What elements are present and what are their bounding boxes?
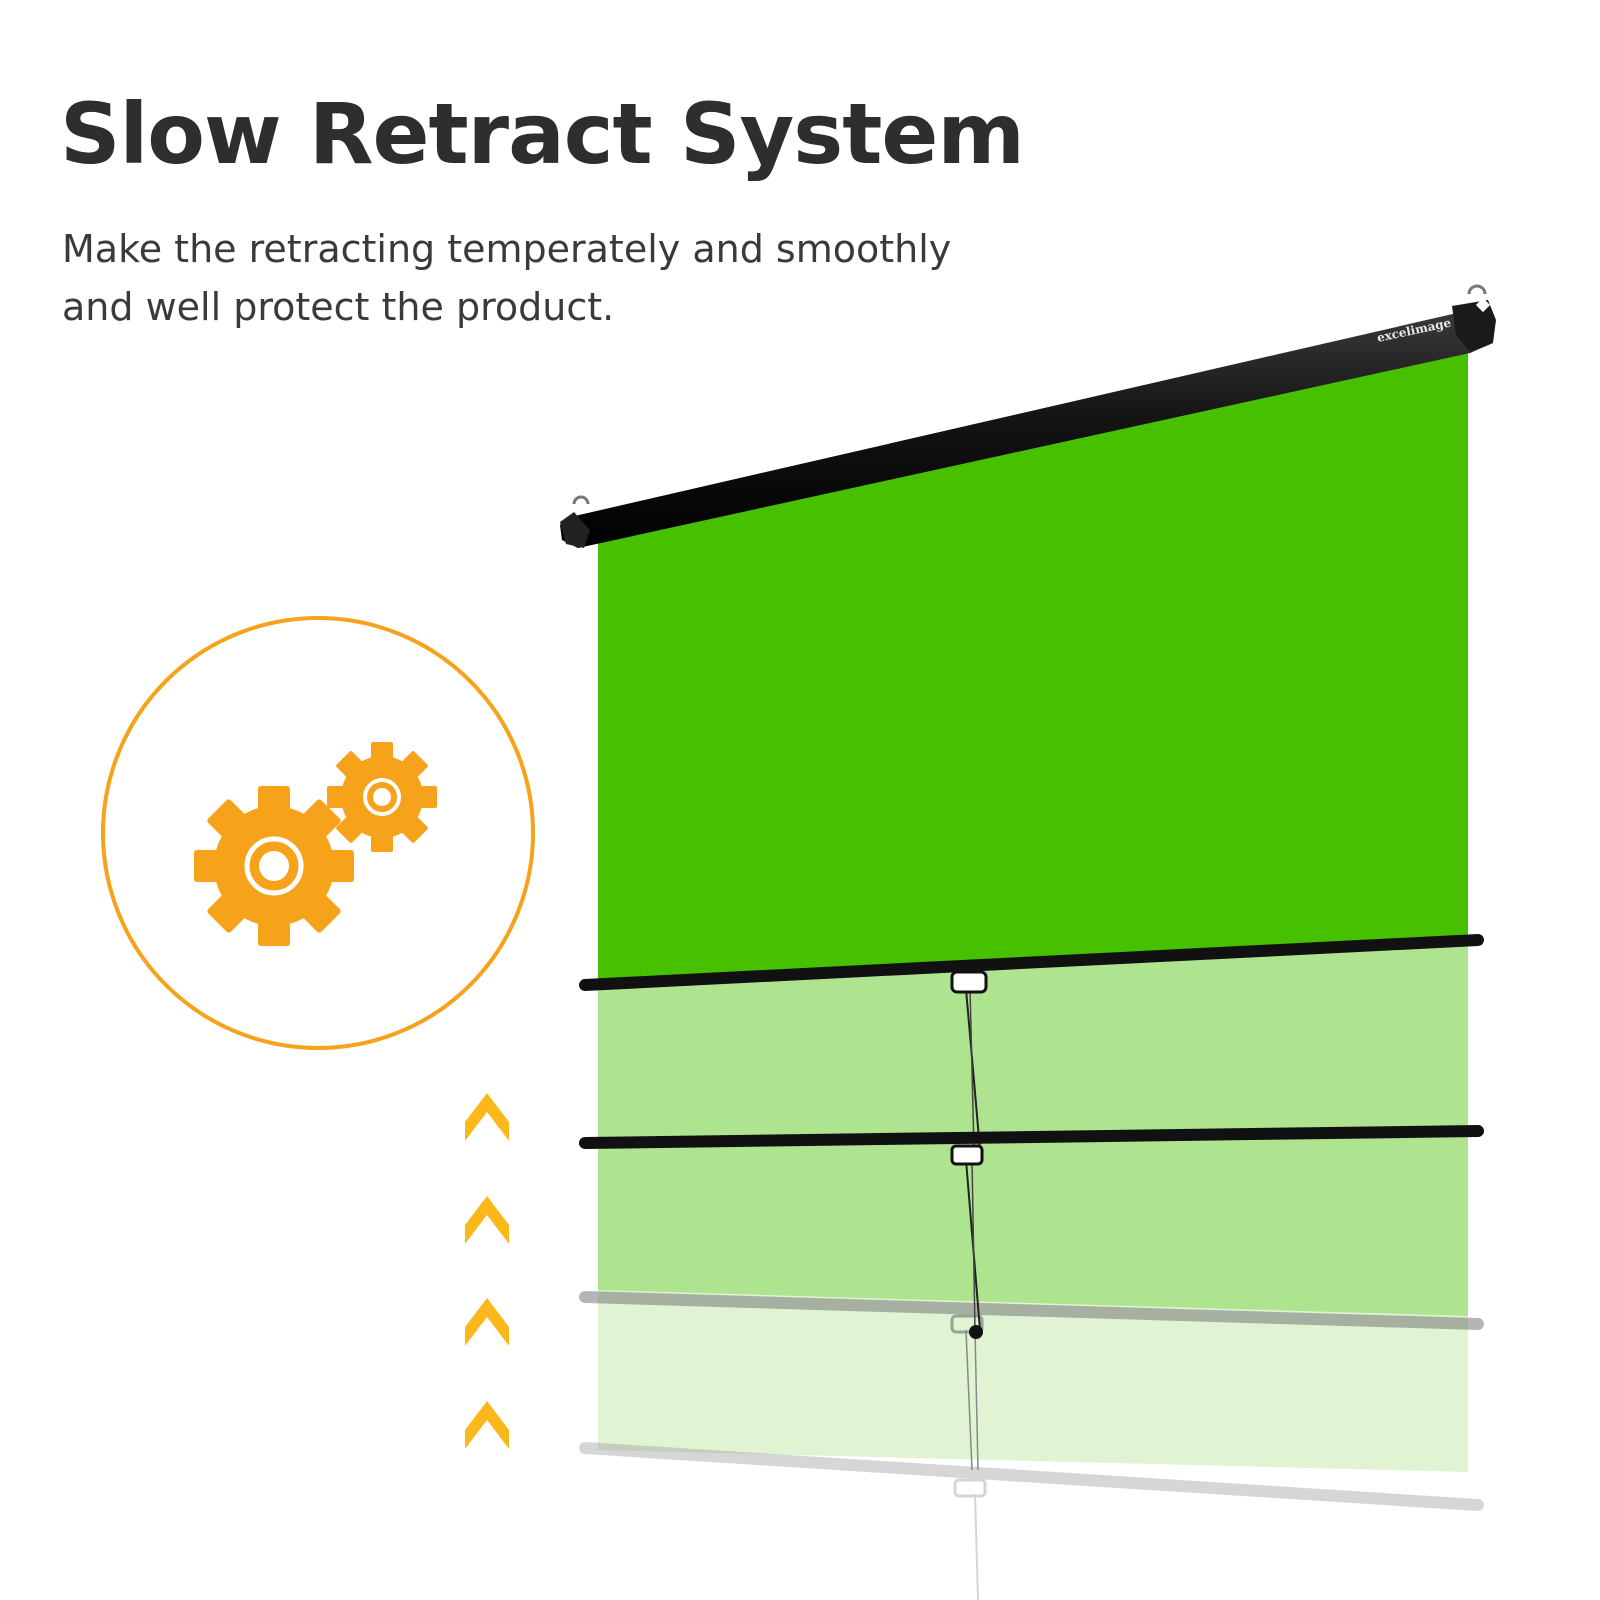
bottom-bar-faded-lightest xyxy=(579,1442,1484,1600)
subtitle-line-2: and well protect the product. xyxy=(62,285,615,329)
chevron-up-icon xyxy=(465,1298,509,1346)
bottom-bar-faded xyxy=(579,1291,1484,1334)
screen-fabric-light xyxy=(598,940,1468,1316)
chevron-up-icon xyxy=(465,1401,509,1449)
subtitle-line-1: Make the retracting temperately and smoo… xyxy=(62,227,952,271)
bottom-bar-top xyxy=(579,934,1484,994)
screen-casing xyxy=(560,297,1496,548)
page-title: Slow Retract System xyxy=(60,85,1025,183)
mounting-hook-right xyxy=(1467,284,1487,295)
cord-end xyxy=(969,1325,983,1339)
gears-circle xyxy=(101,616,535,1050)
pull-cord-lower xyxy=(965,1329,979,1471)
bottom-bar-middle xyxy=(579,1125,1484,1166)
screen-fabric xyxy=(598,345,1468,985)
mounting-hook-left xyxy=(572,495,590,505)
chevron-up-icon xyxy=(465,1093,509,1141)
gears-icon xyxy=(194,742,437,946)
chevron-up-icon xyxy=(465,1196,509,1244)
page-subtitle: Make the retracting temperately and smoo… xyxy=(62,220,1062,336)
screen-fabric-pale xyxy=(598,1282,1468,1472)
